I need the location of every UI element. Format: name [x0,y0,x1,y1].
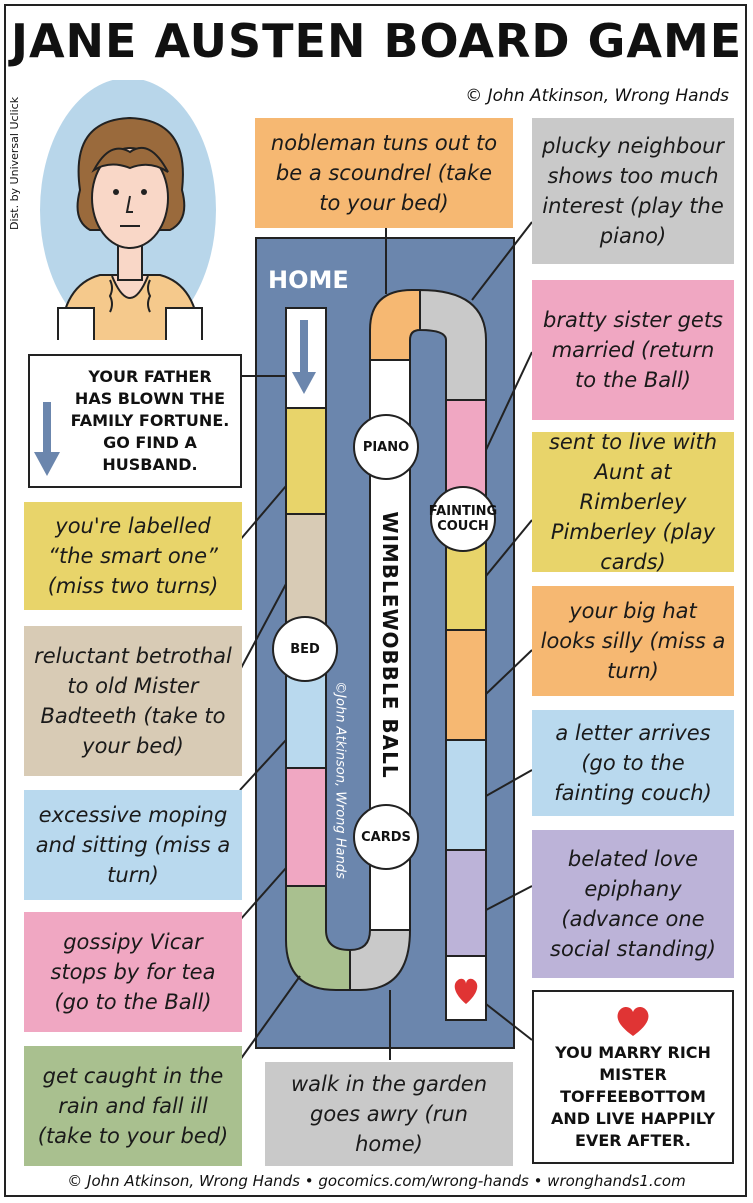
box-betrothal: reluctant betrothal to old Mister Badtee… [24,626,242,776]
box-rain: get caught in the rain and fall ill (tak… [24,1046,242,1166]
jane-austen-portrait [40,80,216,340]
box-smart-one: you're labelled “the smart one” (miss tw… [24,502,242,610]
end-box: YOU MARRY RICH MISTER TOFFEEBOTTOM AND L… [532,990,734,1164]
page-title: JANE AUSTEN BOARD GAME [10,14,743,68]
start-box: YOUR FATHER HAS BLOWN THE FAMILY FORTUNE… [28,354,242,488]
board-credit: ©John Atkinson, Wrong Hands [332,681,348,879]
comic-frame [4,4,747,1197]
down-arrow-icon [34,402,60,476]
heart-icon [617,1006,649,1036]
ball-label: WIMBLEWOBBLE BALL [378,511,402,779]
end-text: YOU MARRY RICH MISTER TOFFEEBOTTOM AND L… [550,1043,716,1150]
box-garden: walk in the garden goes awry (run home) [265,1062,513,1166]
credit-top: © John Atkinson, Wrong Hands [465,86,729,106]
box-sister: bratty sister gets married (return to th… [532,280,734,420]
circle-fainting-couch: FAINTING COUCH [429,486,497,552]
box-vicar: gossipy Vicar stops by for tea (go to th… [24,912,242,1032]
box-neighbour: plucky neighbour shows too much interest… [532,118,734,264]
circle-piano: PIANO [353,414,419,480]
circle-bed: BED [272,616,338,682]
start-text: YOUR FATHER HAS BLOWN THE FAMILY FORTUNE… [70,367,230,474]
home-label: HOME [268,266,349,294]
box-hat: your big hat looks silly (miss a turn) [532,586,734,696]
box-nobleman: nobleman tuns out to be a scoundrel (tak… [255,118,513,228]
box-moping: excessive moping and sitting (miss a tur… [24,790,242,900]
circle-cards: CARDS [353,804,419,870]
box-epiphany: belated love epiphany (advance one socia… [532,830,734,978]
box-aunt: sent to live with Aunt at Rimberley Pimb… [532,430,734,574]
heart-icon [454,978,478,1004]
footer-credit: © John Atkinson, Wrong Hands • gocomics.… [67,1172,686,1190]
box-letter: a letter arrives (go to the fainting cou… [532,710,734,816]
